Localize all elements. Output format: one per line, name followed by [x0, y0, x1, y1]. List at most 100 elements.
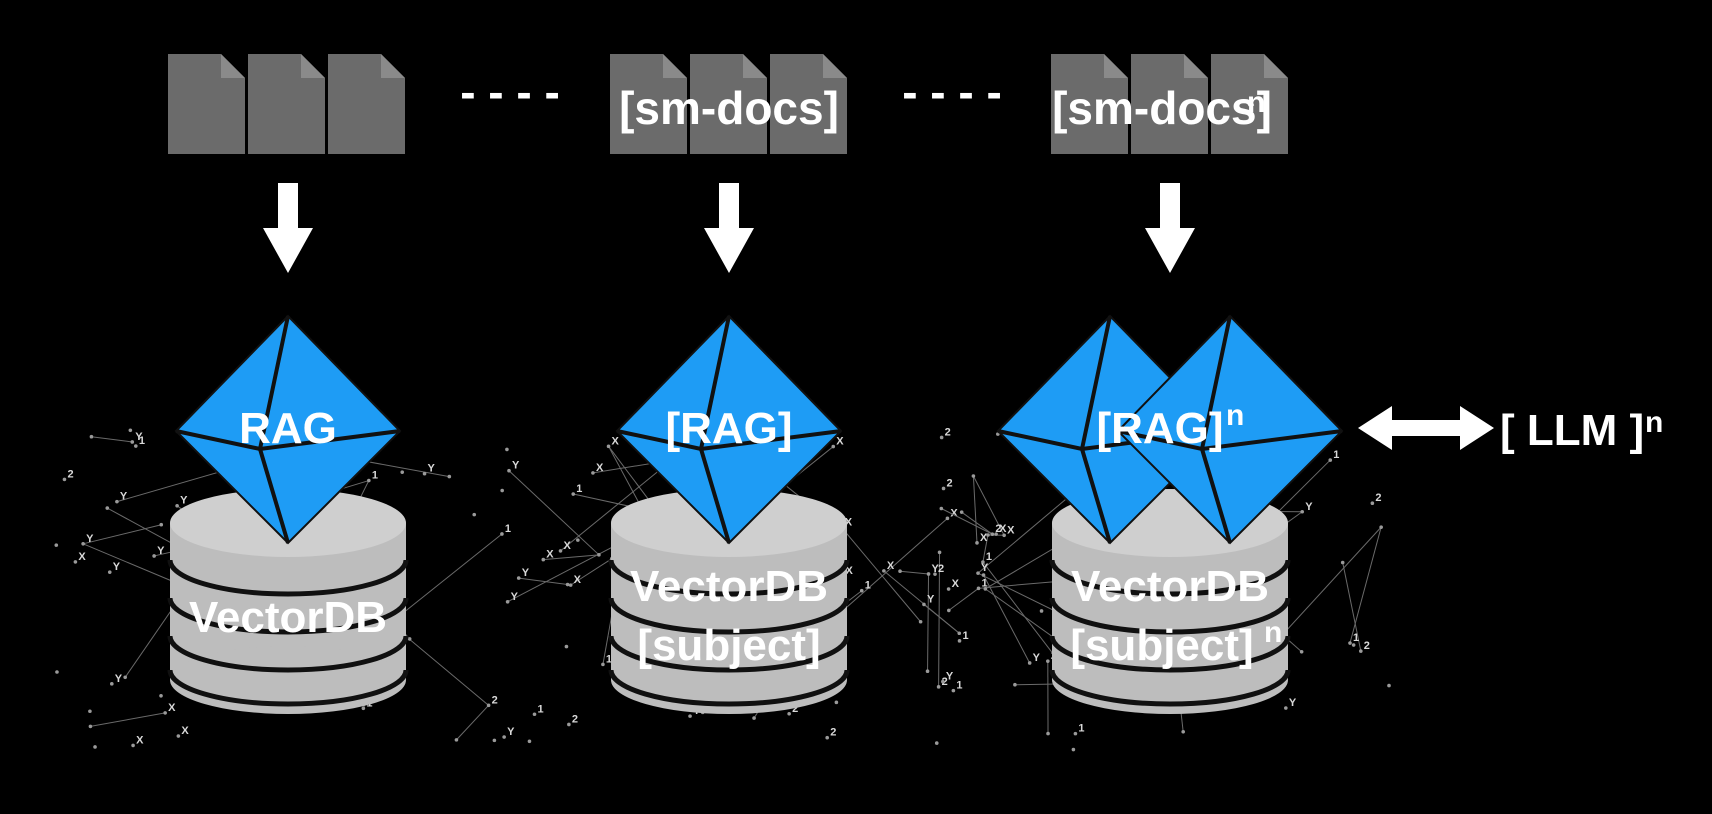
- scatter-glyph: Y: [1305, 501, 1313, 513]
- scatter-glyph: X: [887, 560, 895, 572]
- scatter-node: [1181, 729, 1186, 734]
- scatter-node: [576, 538, 580, 542]
- scatter-edge: [938, 552, 941, 687]
- scatter-node: [941, 679, 945, 684]
- database-groove: [1049, 669, 1291, 707]
- scatter-node: [1299, 649, 1304, 654]
- scatter-node: [500, 488, 504, 493]
- scatter-node: [447, 474, 452, 479]
- scatter-glyph: 2: [492, 694, 498, 706]
- scatter-glyph: Y: [512, 460, 520, 472]
- octahedron-edge: [698, 315, 731, 544]
- scatter-node: [976, 571, 980, 575]
- down-arrow-icon: [263, 183, 313, 273]
- scatter-edge: [948, 587, 979, 611]
- scatter-node: [1073, 731, 1078, 736]
- document-body: [610, 54, 687, 154]
- scatter-node: [502, 735, 506, 739]
- scatter-node: [565, 582, 570, 587]
- scatter-node: [971, 474, 976, 478]
- scatter-node: [1046, 731, 1050, 736]
- database-groove: [167, 597, 409, 635]
- scatter-glyph: 1: [576, 483, 582, 495]
- scatter-glyph: Y: [86, 533, 94, 545]
- down-arrows: [263, 183, 1494, 450]
- scatter-glyph: X: [564, 540, 572, 552]
- scatter-glyph: Y: [1289, 697, 1297, 709]
- scatter-glyph: Y: [927, 593, 935, 605]
- scatter-node: [89, 434, 94, 439]
- document-body: [168, 54, 245, 154]
- scatter-glyph: 2: [938, 563, 944, 575]
- scatter-node: [123, 675, 127, 680]
- scatter-node: [567, 722, 571, 727]
- scatter-glyph: X: [999, 523, 1007, 535]
- scatter-node: [957, 639, 962, 643]
- scatter-edge: [83, 524, 162, 545]
- scatter-edge: [508, 470, 600, 556]
- scatter-glyph: 2: [1364, 640, 1370, 652]
- scatter-glyph: 2: [995, 523, 1001, 535]
- scatter-edge: [507, 539, 626, 603]
- scatter-node: [1002, 533, 1006, 538]
- scatter-node: [532, 712, 537, 717]
- scatter-glyph: X: [596, 462, 604, 474]
- scatter-node: [898, 569, 902, 573]
- scatter-node: [939, 435, 944, 440]
- scatter-glyph: Y: [507, 726, 515, 738]
- scatter-edge: [961, 511, 993, 535]
- scatter-edge: [1342, 562, 1362, 652]
- document-icon: [168, 54, 245, 154]
- document-body: [248, 54, 325, 154]
- scatter-node: [1071, 747, 1076, 752]
- database-groove: [167, 635, 409, 673]
- scatter-glyph: Y: [115, 673, 123, 685]
- vectordb-subject-n-label-line2: [subject]: [1070, 621, 1253, 670]
- scatter-node: [957, 631, 962, 636]
- scatter-glyph: X: [845, 517, 853, 529]
- scatter-node: [591, 471, 595, 475]
- document-body: [1131, 54, 1208, 154]
- scatter-glyph: 1: [982, 577, 988, 589]
- scatter-glyph: X: [78, 551, 86, 563]
- scatter-edge: [570, 558, 613, 586]
- scatter-node: [941, 486, 946, 491]
- sm-docs-label: [sm-docs]: [619, 82, 839, 134]
- vector-database-icon: [608, 489, 850, 714]
- document-icon: [248, 54, 325, 154]
- scatter-node: [936, 685, 941, 689]
- scatter-node: [176, 734, 181, 738]
- vector-database-icon: [167, 489, 409, 714]
- database-base: [1052, 646, 1288, 714]
- scatter-edge: [983, 574, 1031, 664]
- scatter-node: [422, 471, 427, 476]
- vectordb-subject-label-line1: VectorDB: [630, 562, 828, 611]
- scatter-glyph: 1: [505, 523, 511, 535]
- scatter-glyph: Y: [120, 491, 128, 503]
- scatter-node: [990, 532, 995, 537]
- document-fold: [823, 54, 847, 78]
- scatter-node: [834, 700, 839, 705]
- document-stacks: [168, 54, 1288, 154]
- scatter-glyph: 2: [942, 676, 948, 688]
- document-icon: [1211, 54, 1288, 154]
- sm-docs-n-label: [sm-docs]: [1052, 82, 1272, 134]
- scatter-glyph: X: [136, 734, 144, 746]
- scatter-edge: [456, 704, 489, 741]
- document-icon: [1131, 54, 1208, 154]
- scatter-glyph: X: [846, 565, 854, 577]
- document-body: [690, 54, 767, 154]
- scatter-glyph: X: [181, 725, 189, 737]
- scatter-node: [1370, 501, 1375, 506]
- document-icon: [328, 54, 405, 154]
- document-fold: [1264, 54, 1288, 78]
- scatter-node: [568, 583, 573, 587]
- scatter-glyph: 1: [865, 580, 871, 592]
- document-fold: [663, 54, 687, 78]
- scatter-node: [541, 557, 546, 562]
- scatter-node: [128, 428, 133, 433]
- scatter-node: [81, 542, 85, 546]
- rag-label: RAG: [239, 404, 337, 453]
- down-arrow-icon: [704, 183, 754, 273]
- scatter-glyph: Y: [113, 561, 121, 573]
